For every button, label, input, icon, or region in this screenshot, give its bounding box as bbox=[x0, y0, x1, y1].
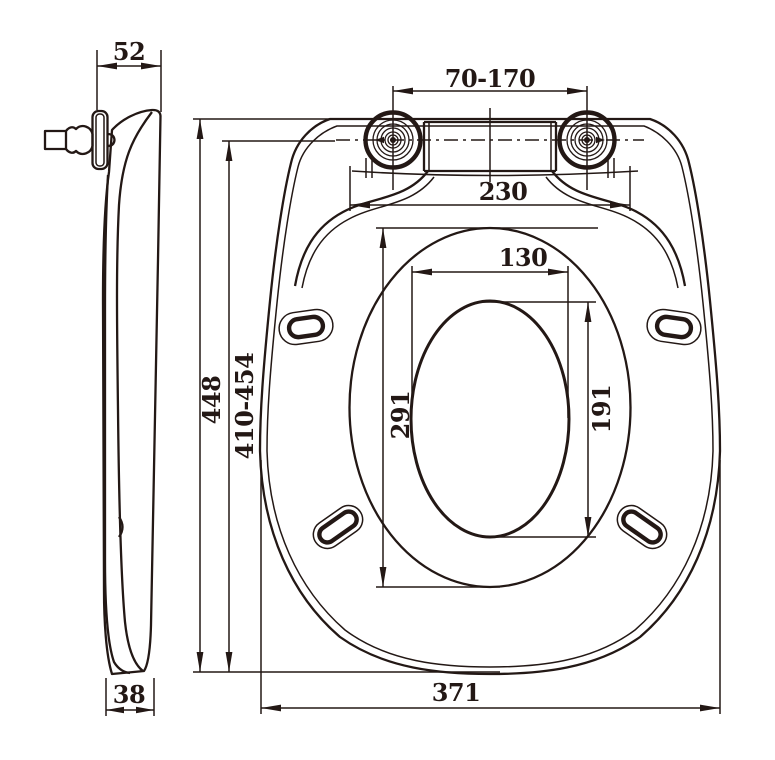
arrowhead-down-icon bbox=[196, 652, 204, 672]
hinge-ring bbox=[581, 134, 593, 146]
right-hinge-fairing-inner bbox=[545, 176, 679, 289]
hinge-bolt-shaft bbox=[43, 129, 66, 151]
dim-label-191: 191 bbox=[587, 385, 616, 434]
arrowhead-up-icon bbox=[379, 228, 387, 248]
arrowhead-right-icon bbox=[141, 62, 161, 70]
side-profile-notch bbox=[118, 516, 124, 538]
side-profile-outline bbox=[101, 108, 162, 676]
dim-opening-width: 130 bbox=[411, 243, 569, 418]
slot-upper-left bbox=[278, 308, 334, 346]
slot-outer bbox=[278, 308, 334, 346]
slot-inner bbox=[286, 314, 326, 340]
hinge-ring bbox=[384, 131, 402, 149]
dim-overall-width: 371 bbox=[260, 460, 721, 714]
hinge-center-dot bbox=[584, 137, 590, 143]
arrowhead-right-icon bbox=[567, 87, 587, 95]
slot-lower-right bbox=[616, 504, 668, 550]
arrowhead-right-icon bbox=[610, 201, 630, 209]
arrowhead-down-icon bbox=[379, 567, 387, 587]
slot-outer bbox=[646, 308, 702, 346]
dim-label-52: 52 bbox=[113, 37, 145, 66]
hinge-arrow-icon bbox=[596, 136, 605, 144]
slot-outer bbox=[616, 504, 668, 550]
dim-opening-length: 191 bbox=[483, 301, 616, 538]
arrowhead-left-icon bbox=[106, 706, 124, 714]
slot-inner bbox=[621, 509, 663, 545]
side-view: 52 38 bbox=[43, 37, 162, 716]
side-profile-front-edge bbox=[103, 174, 131, 675]
dim-seat-ring-width: 230 bbox=[349, 166, 631, 211]
right-hinge bbox=[557, 86, 617, 190]
dim-label-130: 130 bbox=[499, 243, 548, 272]
arrowhead-up-icon bbox=[196, 119, 204, 139]
side-profile-inner-edge bbox=[115, 111, 153, 672]
dim-hinge-spacing: 70-170 bbox=[393, 64, 587, 95]
seat-shoulder-line bbox=[351, 170, 639, 177]
slot-outer bbox=[312, 504, 364, 550]
slot-inner bbox=[654, 314, 694, 340]
seat-outline-inner-rim bbox=[266, 125, 714, 668]
hinge-bolt-ball bbox=[64, 124, 94, 156]
left-hinge bbox=[363, 86, 423, 190]
arrowhead-left-icon bbox=[393, 87, 413, 95]
hinge-ring bbox=[578, 131, 596, 149]
dim-label-291: 291 bbox=[386, 391, 415, 440]
arrowhead-left-icon bbox=[261, 704, 281, 712]
dim-side-top-thickness: 52 bbox=[96, 37, 162, 112]
arrowhead-down-icon bbox=[225, 652, 233, 672]
hinge-bolt-pin bbox=[107, 132, 116, 148]
dim-label-448: 448 bbox=[197, 376, 226, 425]
hinge-arrow-icon bbox=[375, 136, 384, 144]
arrowhead-right-icon bbox=[548, 268, 568, 276]
seat-outline bbox=[258, 117, 722, 676]
arrowhead-left-icon bbox=[97, 62, 117, 70]
dim-label-230: 230 bbox=[479, 177, 528, 206]
top-view: 70-170 230 130 291 bbox=[193, 64, 722, 714]
right-hinge-fairing bbox=[551, 170, 687, 287]
seat-opening bbox=[409, 299, 571, 539]
dim-adjustable-length: 410-454 bbox=[222, 140, 335, 672]
hinge-outer-circle bbox=[363, 110, 423, 170]
hinge-ring bbox=[566, 119, 608, 161]
arrowhead-down-icon bbox=[584, 517, 592, 537]
slot-upper-right bbox=[646, 308, 702, 346]
dim-label-70-170: 70-170 bbox=[445, 64, 535, 93]
hinge-bar bbox=[336, 108, 644, 182]
dim-label-38: 38 bbox=[113, 680, 145, 709]
dim-overall-length: 448 bbox=[193, 118, 500, 673]
hinge-outer-circle bbox=[557, 110, 617, 170]
arrowhead-left-icon bbox=[350, 201, 370, 209]
arrowhead-right-icon bbox=[700, 704, 720, 712]
slot-inner bbox=[317, 509, 359, 545]
dim-side-bottom-thickness: 38 bbox=[105, 678, 155, 716]
arrowhead-left-icon bbox=[412, 268, 432, 276]
dim-label-371: 371 bbox=[432, 678, 481, 707]
slot-lower-left bbox=[312, 504, 364, 550]
left-hinge-fairing-inner bbox=[301, 176, 435, 289]
arrowhead-up-icon bbox=[225, 141, 233, 161]
dim-label-410-454: 410-454 bbox=[230, 353, 259, 460]
arrowhead-up-icon bbox=[584, 302, 592, 322]
hinge-center-dot bbox=[390, 137, 396, 143]
hinge-washer-inner bbox=[95, 113, 105, 167]
hinge-ring bbox=[372, 119, 414, 161]
dim-seat-ring-length: 291 bbox=[376, 227, 598, 588]
arrowhead-right-icon bbox=[136, 706, 154, 714]
hinge-ring bbox=[387, 134, 399, 146]
left-hinge-fairing bbox=[293, 170, 429, 287]
